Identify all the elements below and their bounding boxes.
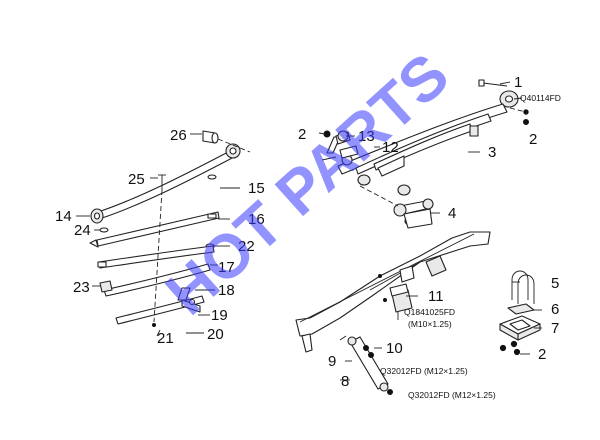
leader-lines xyxy=(76,81,542,381)
frame-rail xyxy=(295,231,491,353)
callout-numbers: 1 2 2 2 3 4 5 6 7 8 9 10 11 12 13 14 15 … xyxy=(55,74,559,390)
callout-26: 26 xyxy=(170,127,187,144)
spring-assembly xyxy=(321,79,529,229)
callout-11: 11 xyxy=(428,288,444,305)
callout-17: 17 xyxy=(218,259,235,276)
callout-21: 21 xyxy=(157,330,174,347)
callout-12: 12 xyxy=(382,139,399,156)
callout-18: 18 xyxy=(218,282,235,299)
callout-10: 10 xyxy=(386,340,403,357)
callout-5: 5 xyxy=(551,275,559,292)
bushing-12 xyxy=(357,174,411,196)
code-bumper-spec: (M10×1.25) xyxy=(408,319,452,329)
callout-25: 25 xyxy=(128,171,145,188)
callout-14: 14 xyxy=(55,208,72,225)
u-bolt-plate-7 xyxy=(499,315,541,341)
watermark: HOT PARTS xyxy=(153,41,462,329)
leaf-18 xyxy=(103,263,211,297)
callout-9: 9 xyxy=(328,353,336,370)
bump-stop-11 xyxy=(389,283,413,320)
u-bolt-5 xyxy=(511,270,535,304)
code-shackle-bolt-lower: Q32012FD (M12×1.25) xyxy=(408,390,496,400)
callout-16: 16 xyxy=(248,211,265,228)
callout-4: 4 xyxy=(448,205,456,222)
nuts-2 xyxy=(499,340,521,356)
callout-23: 23 xyxy=(73,279,90,296)
washer-24 xyxy=(99,227,109,233)
shackle-plate-4 xyxy=(393,198,434,229)
main-leaf-15 xyxy=(97,143,241,219)
part-codes: Q40114FD Q1841025FD (M10×1.25) Q32012FD … xyxy=(380,93,561,400)
callout-20: 20 xyxy=(207,326,224,343)
leaf-spring-exploded xyxy=(89,130,251,327)
center-bolt-25 xyxy=(152,174,166,327)
callout-13: 13 xyxy=(358,128,375,145)
callout-22: 22 xyxy=(238,238,255,255)
eye-bush-14 xyxy=(90,208,104,224)
spacer-6 xyxy=(507,303,535,315)
code-bolt-nut: Q40114FD xyxy=(520,93,561,103)
clip-23 xyxy=(99,280,113,293)
code-bumper-bolt: Q1841025FD xyxy=(404,307,455,317)
leaf-spring-3 xyxy=(337,90,519,177)
shackle-13 xyxy=(321,130,359,166)
callout-15: 15 xyxy=(248,180,265,197)
callout-2-left: 2 xyxy=(298,126,306,143)
callout-1: 1 xyxy=(514,74,522,91)
callout-7: 7 xyxy=(551,320,559,337)
leaf-17 xyxy=(97,245,215,269)
callout-19: 19 xyxy=(211,307,228,324)
bushing-26 xyxy=(202,130,219,144)
shock-absorber-8 xyxy=(339,335,393,395)
callout-3: 3 xyxy=(488,144,496,161)
rebound-clip-19 xyxy=(177,287,201,313)
callout-24: 24 xyxy=(74,222,91,239)
callout-2-lower: 2 xyxy=(538,346,546,363)
code-shackle-bolt-upper: Q32012FD (M12×1.25) xyxy=(380,366,468,376)
callout-8: 8 xyxy=(341,373,349,390)
leaf-16 xyxy=(89,211,220,248)
callout-6: 6 xyxy=(551,301,559,318)
callout-2-upper-right: 2 xyxy=(529,131,537,148)
